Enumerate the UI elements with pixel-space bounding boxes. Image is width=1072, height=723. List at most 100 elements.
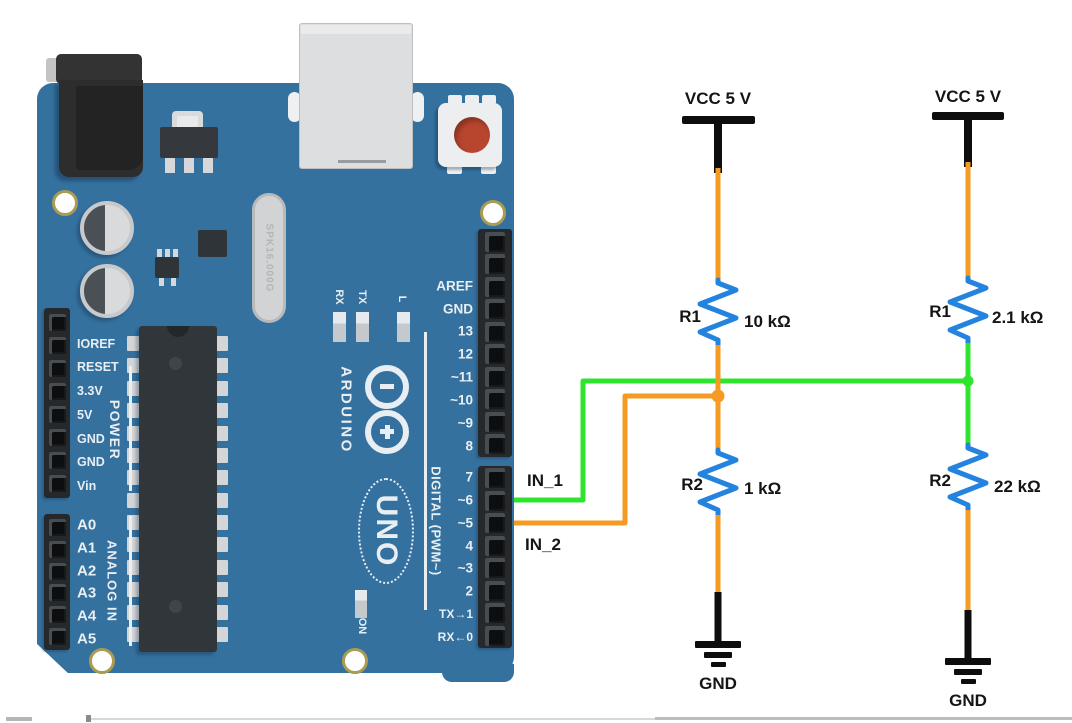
usb-connector-tab-right — [411, 92, 424, 122]
pin-socket[interactable] — [48, 475, 66, 492]
smd-transistor-leg — [157, 249, 162, 258]
pin-socket[interactable] — [485, 625, 505, 646]
gnd-symbol-1 — [695, 641, 741, 667]
r2b-name: R2 — [929, 471, 951, 490]
voltage-regulator-tab-inner — [177, 116, 198, 130]
arduino-wordmark: ARDUINO — [337, 366, 355, 454]
mounting-hole — [342, 648, 368, 674]
page-bottom-artifact — [86, 715, 91, 722]
voltage-regulator-leg — [165, 158, 175, 173]
smd-ic — [198, 230, 227, 257]
pin-socket[interactable] — [485, 231, 505, 252]
pin-label-a5: A5 — [77, 630, 97, 648]
pin-label-3v3: 3.3V — [77, 384, 103, 398]
pin-label-reset: RESET — [77, 360, 119, 374]
dc-barrel-jack-cap — [56, 54, 142, 84]
r2a-value: 1 kΩ — [744, 479, 782, 498]
smd-transistor-leg — [173, 249, 178, 258]
pin-socket[interactable] — [485, 411, 505, 432]
wire-orange-in2 — [485, 393, 718, 529]
power-header[interactable] — [44, 308, 70, 498]
pin-socket[interactable] — [48, 383, 66, 400]
pin-socket[interactable] — [48, 337, 66, 354]
pin-socket[interactable] — [48, 429, 66, 446]
pin-socket[interactable] — [485, 603, 505, 624]
pin-label-5: ~5 — [457, 515, 473, 531]
mcu-notch — [167, 326, 189, 337]
pin-socket[interactable] — [48, 606, 66, 624]
digital-header-top[interactable] — [478, 229, 512, 457]
pin-socket[interactable] — [485, 580, 505, 601]
pin-label-a3: A3 — [77, 584, 97, 602]
junction-dot-green — [962, 375, 974, 387]
vcc-symbol — [932, 112, 1004, 120]
crystal-text: SPK16.000G — [263, 223, 275, 293]
analog-group-label: ANALOG IN — [104, 540, 120, 622]
pin-socket[interactable] — [48, 406, 66, 423]
pin-socket[interactable] — [485, 321, 505, 342]
pin-socket[interactable] — [48, 314, 66, 331]
pin-socket[interactable] — [485, 344, 505, 365]
pin-label-dgnd: GND — [443, 301, 473, 317]
pin-socket[interactable] — [485, 299, 505, 320]
pin-label-aref: AREF — [436, 278, 473, 294]
pin-label-9: ~9 — [457, 415, 473, 431]
logo-plus-v — [384, 424, 390, 439]
arduino-logo-icon — [365, 365, 409, 409]
voltage-regulator-leg — [203, 158, 213, 173]
reset-button[interactable] — [454, 117, 490, 153]
pin-socket[interactable] — [48, 628, 66, 646]
pin-socket[interactable] — [48, 562, 66, 580]
pin-socket[interactable] — [485, 276, 505, 297]
mcu-dot — [169, 357, 182, 370]
resistor-r1b — [947, 275, 989, 348]
pin-socket[interactable] — [485, 434, 505, 455]
pin-socket[interactable] — [48, 518, 66, 536]
pin-label-7: 7 — [465, 469, 473, 485]
pin-socket[interactable] — [485, 366, 505, 387]
net-label-in2: IN_2 — [525, 535, 561, 554]
gnd-label-1: GND — [699, 674, 737, 693]
junction-dot-orange — [711, 389, 725, 403]
pin-label-a1: A1 — [77, 539, 97, 557]
voltage-divider-2 — [932, 112, 1004, 684]
pin-socket[interactable] — [485, 558, 505, 579]
on-led — [355, 590, 367, 618]
pin-label-a2: A2 — [77, 562, 97, 580]
pin-socket[interactable] — [48, 360, 66, 377]
reset-button-tab — [481, 166, 496, 174]
analog-header[interactable] — [44, 514, 70, 650]
page-bottom-divider — [90, 718, 655, 720]
crystal-oscillator — [252, 193, 286, 323]
pin-socket[interactable] — [48, 584, 66, 602]
pin-socket-d6[interactable] — [485, 490, 505, 511]
pin-socket[interactable] — [485, 468, 505, 489]
tx-led — [356, 312, 369, 342]
on-led-label: ON — [356, 617, 368, 635]
pin-label-6: ~6 — [457, 492, 473, 508]
pin-socket[interactable] — [48, 452, 66, 469]
digital-header-bottom[interactable] — [478, 466, 512, 648]
pin-label-vin: Vin — [77, 479, 97, 493]
board-edge-protrusion — [442, 664, 514, 682]
vcc-symbol — [682, 116, 755, 124]
uno-wordmark: UNO — [370, 494, 403, 568]
power-group-label: POWER — [107, 399, 123, 461]
pin-socket-d5[interactable] — [485, 513, 505, 534]
pin-label-8: 8 — [465, 438, 473, 454]
pin-socket[interactable] — [485, 389, 505, 410]
pin-label-10: ~10 — [450, 392, 473, 408]
pin-socket[interactable] — [485, 535, 505, 556]
gnd-label-2: GND — [949, 691, 987, 710]
vcc-label-2: VCC 5 V — [934, 87, 1002, 106]
pin-socket[interactable] — [485, 254, 505, 275]
capacitor-2 — [80, 264, 134, 318]
pin-label-tx1: TX→1 — [438, 607, 473, 621]
arduino-uno-board — [37, 83, 514, 673]
smd-transistor-body — [155, 257, 179, 278]
pin-label-ioref: IOREF — [77, 337, 116, 351]
smd-transistor-leg — [171, 277, 176, 286]
usb-connector-slit — [338, 160, 386, 163]
pin-socket[interactable] — [48, 540, 66, 558]
